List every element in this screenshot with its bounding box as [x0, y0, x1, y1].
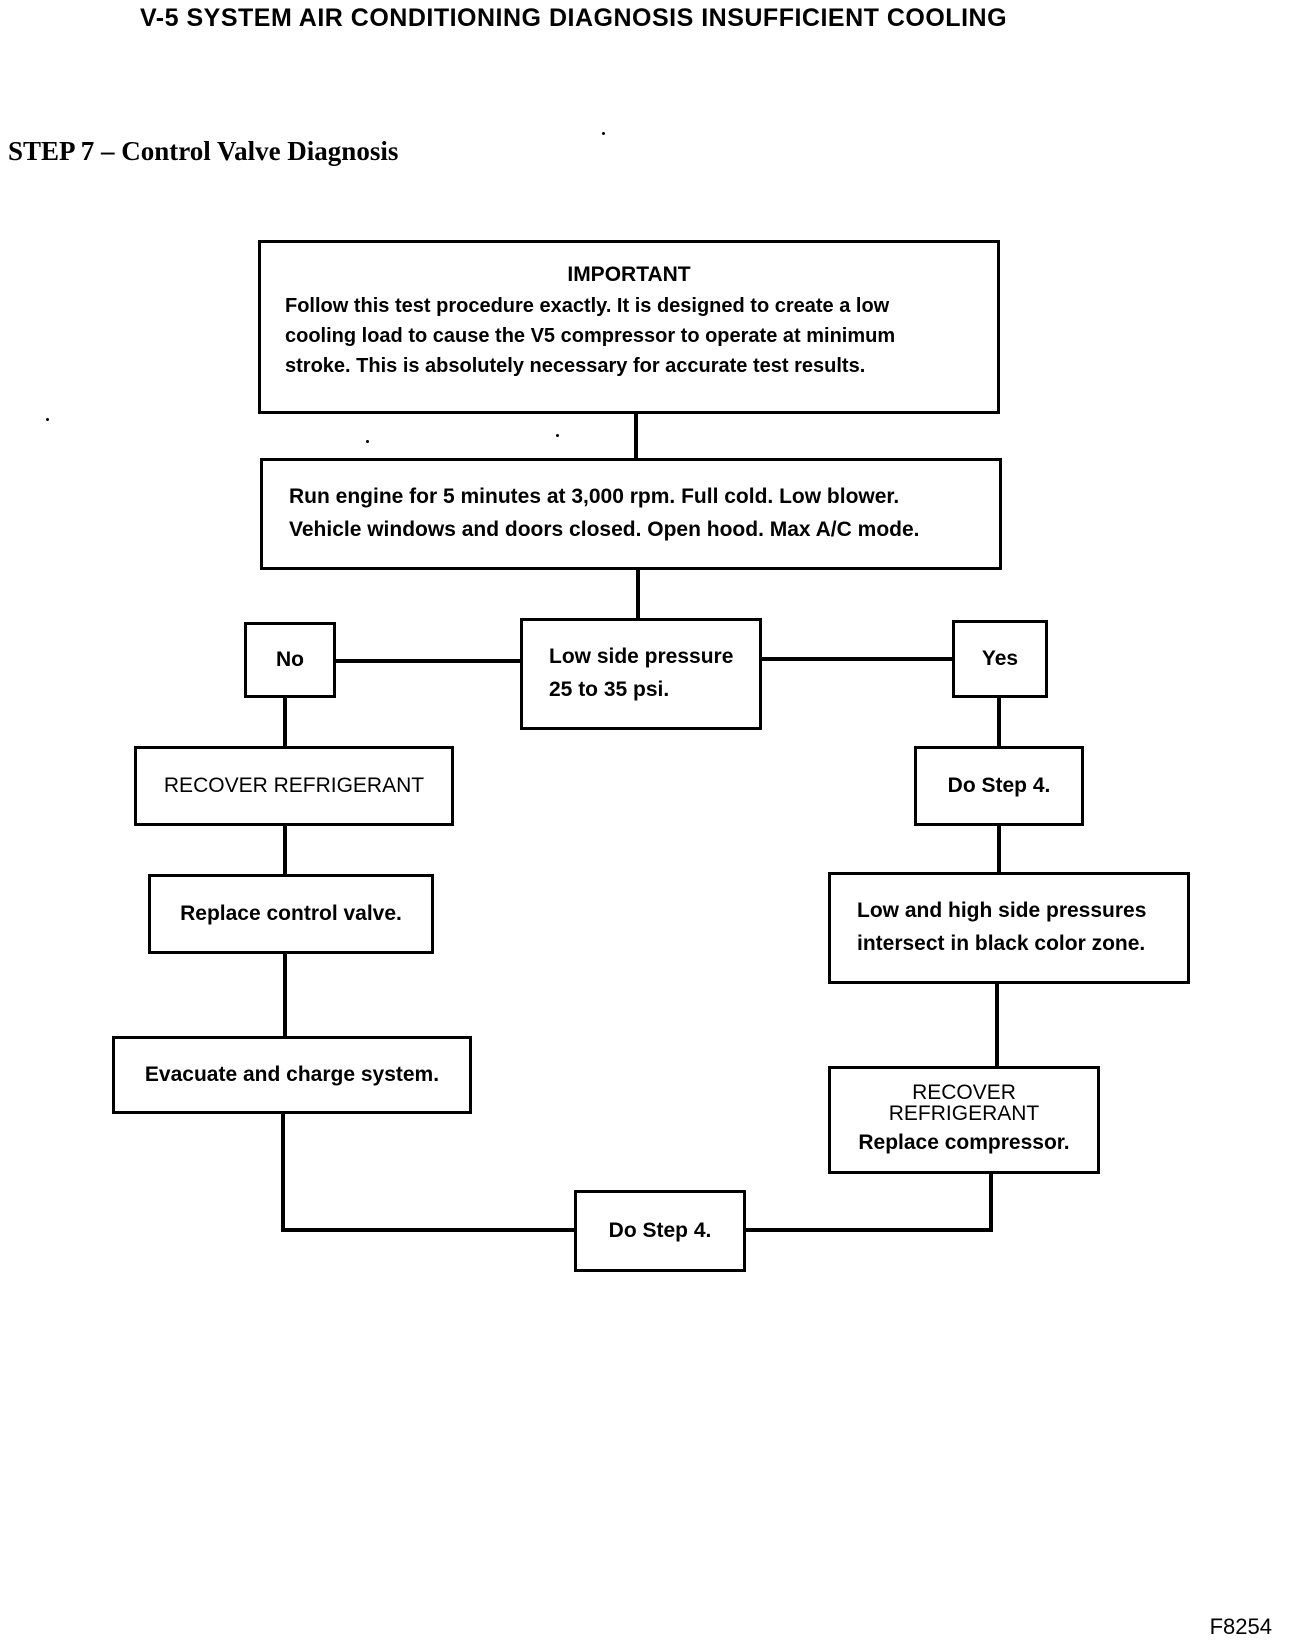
connector-compressor-down: [989, 1172, 993, 1232]
important-note-box: IMPORTANT Follow this test procedure exa…: [258, 240, 1000, 414]
connector-important-to-run: [634, 412, 638, 460]
yes-label: Yes: [981, 646, 1019, 670]
scan-speck: [556, 434, 559, 437]
important-heading: IMPORTANT: [567, 263, 691, 286]
connector-dostep-to-pressures: [997, 824, 1001, 874]
decision-line-2: 25 to 35 psi.: [549, 677, 670, 701]
decision-box: Low side pressure 25 to 35 psi.: [520, 618, 762, 730]
pressures-box: Low and high side pressures intersect in…: [828, 872, 1190, 984]
figure-id: F8254: [1209, 1614, 1272, 1639]
important-line-3: stroke. This is absolutely necessary for…: [285, 354, 866, 377]
connector-replace-valve-to-evacuate: [283, 952, 287, 1038]
final-do-step-label: Do Step 4.: [608, 1218, 712, 1242]
document-title: V-5 SYSTEM AIR CONDITIONING DIAGNOSIS IN…: [140, 4, 1008, 32]
no-label-box: No: [244, 622, 336, 698]
run-engine-line-2: Vehicle windows and doors closed. Open h…: [289, 517, 920, 541]
connector-pressures-to-recover: [995, 982, 999, 1068]
do-step-yes-label: Do Step 4.: [947, 773, 1051, 797]
yes-label-box: Yes: [952, 620, 1048, 698]
final-do-step-box: Do Step 4.: [574, 1190, 746, 1272]
recover-line-2: REFRIGERANT: [888, 1101, 1040, 1125]
connector-no-to-recover: [283, 696, 287, 748]
scan-speck: [46, 418, 49, 421]
connector-run-to-decision: [636, 568, 640, 620]
no-label: No: [276, 647, 304, 671]
evacuate-box: Evacuate and charge system.: [112, 1036, 472, 1114]
replace-valve-box: Replace control valve.: [148, 874, 434, 954]
important-line-2: cooling load to cause the V5 compressor …: [285, 324, 896, 347]
do-step-yes-box: Do Step 4.: [914, 746, 1084, 826]
step-title: STEP 7 – Control Valve Diagnosis: [8, 136, 399, 166]
connector-decision-to-yes: [760, 657, 954, 661]
scan-speck: [366, 440, 369, 443]
recover-refrigerant-label: RECOVER REFRIGERANT: [163, 773, 425, 797]
pressures-line-2: intersect in black color zone.: [857, 931, 1146, 955]
connector-yes-to-dostep: [997, 696, 1001, 748]
run-engine-line-1: Run engine for 5 minutes at 3,000 rpm. F…: [289, 485, 900, 508]
pressures-line-1: Low and high side pressures: [857, 899, 1147, 922]
connector-decision-to-no: [334, 659, 522, 663]
connector-bottom-left: [281, 1228, 577, 1232]
decision-line-1: Low side pressure: [549, 645, 734, 668]
connector-evacuate-down: [281, 1112, 285, 1232]
run-engine-box: Run engine for 5 minutes at 3,000 rpm. F…: [260, 458, 1002, 570]
scan-speck: [602, 132, 605, 135]
replace-compressor-box: RECOVER REFRIGERANT Replace compressor.: [828, 1066, 1100, 1174]
replace-compressor-label: Replace compressor.: [858, 1130, 1070, 1154]
replace-valve-label: Replace control valve.: [180, 901, 402, 925]
connector-bottom-right: [743, 1228, 993, 1232]
recover-refrigerant-box: RECOVER REFRIGERANT: [134, 746, 454, 826]
connector-recover-to-replace-valve: [283, 824, 287, 876]
evacuate-label: Evacuate and charge system.: [144, 1062, 440, 1086]
recover-line-1: RECOVER: [912, 1080, 1016, 1104]
important-line-1: Follow this test procedure exactly. It i…: [285, 294, 890, 317]
